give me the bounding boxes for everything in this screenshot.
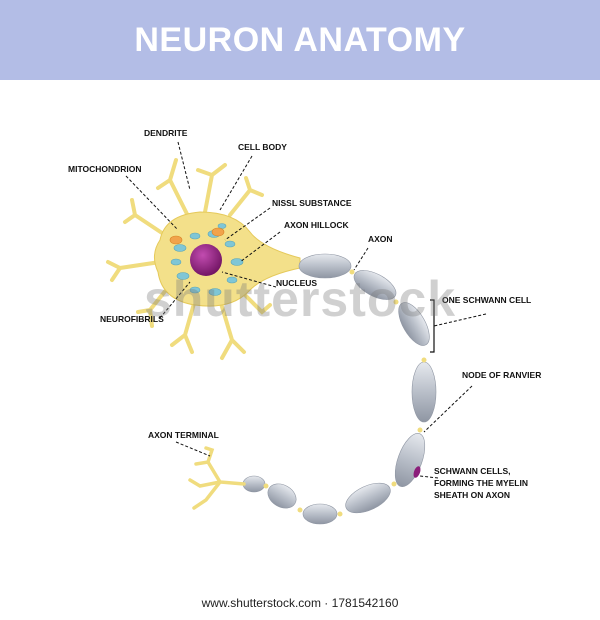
label-node-of-ranvier: NODE OF RANVIER (462, 370, 541, 380)
label-cell-body: CELL BODY (238, 142, 287, 152)
dendrites (106, 158, 272, 360)
myelin-sheath (242, 253, 437, 525)
label-schwann-cells-line1: SCHWANN CELLS, (434, 466, 511, 476)
label-dendrite: DENDRITE (144, 128, 188, 138)
mitochondrion (169, 235, 183, 245)
label-one-schwann-cell: ONE SCHWANN CELL (442, 295, 531, 305)
schwann-cell-nucleus (413, 466, 421, 478)
page-title: NEURON ANATOMY (134, 20, 466, 59)
axon-terminal (188, 446, 246, 510)
schwann-cell-bracket (430, 299, 435, 353)
leader-lines (125, 141, 487, 479)
label-axon-hillock: AXON HILLOCK (284, 220, 350, 230)
label-neurofibrils: NEUROFIBRILS (100, 314, 164, 324)
label-axon-terminal: AXON TERMINAL (148, 430, 219, 440)
nucleus (190, 244, 222, 276)
nodes-of-ranvier (263, 269, 427, 517)
label-nissl-substance: NISSL SUBSTANCE (272, 198, 352, 208)
label-mitochondrion: MITOCHONDRION (68, 164, 142, 174)
label-schwann-cells-line3: SHEATH ON AXON (434, 490, 510, 500)
label-schwann-cells-line2: FORMING THE MYELIN (434, 478, 528, 488)
label-nucleus: NUCLEUS (276, 278, 317, 288)
title-banner: NEURON ANATOMY (0, 0, 600, 80)
mitochondrion (211, 227, 225, 237)
footer-credit: www.shutterstock.com · 1781542160 (201, 596, 399, 610)
label-axon: AXON (368, 234, 393, 244)
